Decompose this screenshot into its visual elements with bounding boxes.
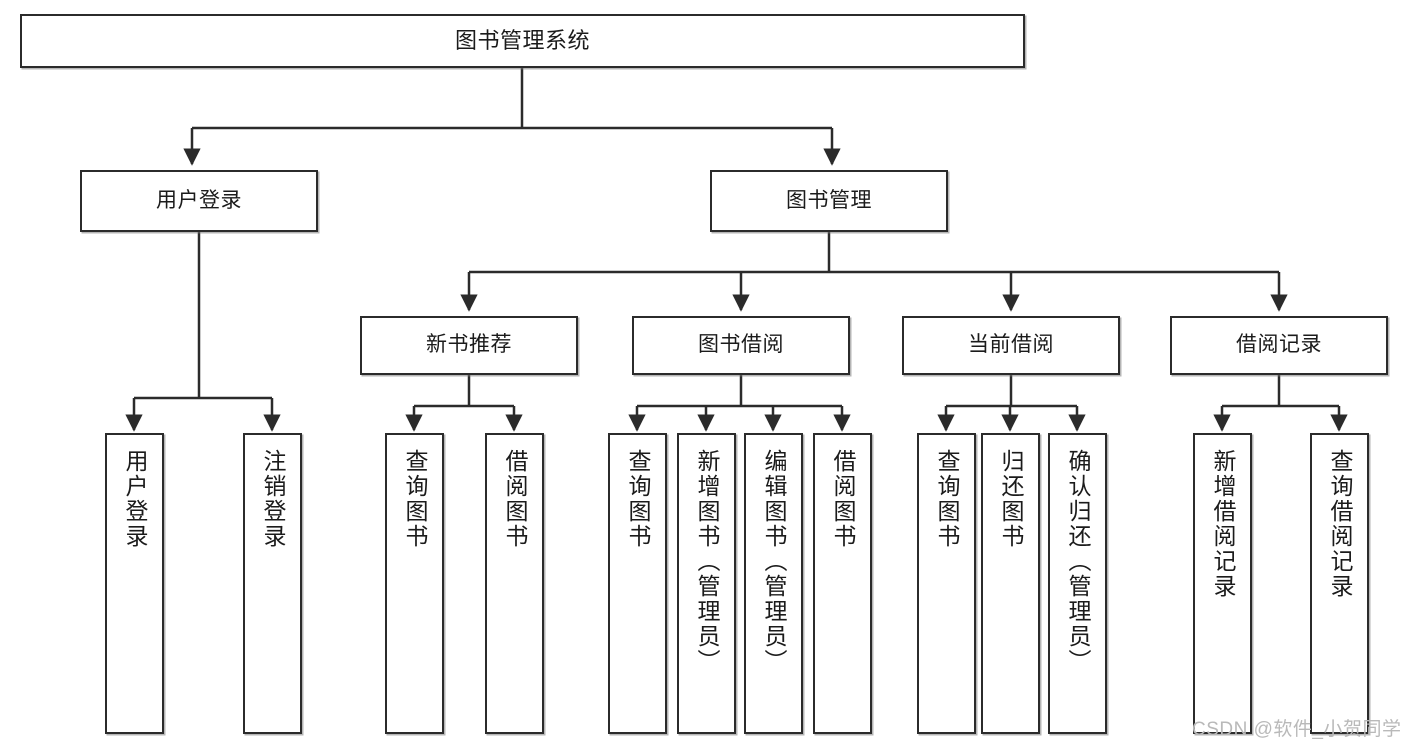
node-current-borrow[interactable]: 当前借阅	[902, 316, 1120, 375]
leaf-cb-query-book-label: 查询图书	[934, 449, 960, 549]
node-root[interactable]: 图书管理系统	[20, 14, 1025, 68]
csdn-watermark: CSDN @软件_小贺同学	[1192, 719, 1402, 740]
leaf-user-login-label: 用户登录	[122, 449, 148, 549]
leaf-cb-confirm-return[interactable]: 确认归还（管理员）	[1048, 433, 1107, 734]
leaf-bb-borrow-book-label: 借阅图书	[830, 449, 856, 549]
node-borrow-record[interactable]: 借阅记录	[1170, 316, 1388, 375]
node-borrow-record-label: 借阅记录	[1236, 333, 1322, 357]
leaf-bb-query-book[interactable]: 查询图书	[608, 433, 667, 734]
leaf-bb-query-book-label: 查询图书	[625, 449, 651, 549]
leaf-br-add-record-label: 新增借阅记录	[1210, 449, 1236, 599]
node-user-login[interactable]: 用户登录	[80, 170, 318, 232]
node-root-label: 图书管理系统	[454, 28, 590, 54]
node-new-book-recommend-label: 新书推荐	[426, 333, 512, 357]
leaf-nb-query-book[interactable]: 查询图书	[385, 433, 444, 734]
leaf-nb-borrow-book[interactable]: 借阅图书	[485, 433, 544, 734]
node-user-login-label: 用户登录	[156, 188, 242, 212]
leaf-bb-add-book[interactable]: 新增图书（管理员）	[677, 433, 736, 734]
node-book-borrow[interactable]: 图书借阅	[632, 316, 850, 375]
leaf-cb-confirm-return-label: 确认归还（管理员）	[1065, 449, 1091, 674]
node-book-manage-label: 图书管理	[786, 188, 872, 212]
leaf-br-query-record[interactable]: 查询借阅记录	[1310, 433, 1369, 734]
leaf-bb-add-book-label: 新增图书（管理员）	[694, 449, 720, 674]
leaf-bb-edit-book[interactable]: 编辑图书（管理员）	[744, 433, 803, 734]
leaf-cb-return-book-label: 归还图书	[998, 449, 1024, 549]
node-current-borrow-label: 当前借阅	[968, 333, 1054, 357]
node-new-book-recommend[interactable]: 新书推荐	[360, 316, 578, 375]
leaf-cb-return-book[interactable]: 归还图书	[981, 433, 1040, 734]
leaf-br-query-record-label: 查询借阅记录	[1327, 449, 1353, 599]
leaf-logout[interactable]: 注销登录	[243, 433, 302, 734]
leaf-bb-edit-book-label: 编辑图书（管理员）	[761, 449, 787, 674]
leaf-logout-label: 注销登录	[260, 449, 286, 549]
leaf-user-login[interactable]: 用户登录	[105, 433, 164, 734]
leaf-nb-borrow-book-label: 借阅图书	[502, 449, 528, 549]
leaf-nb-query-book-label: 查询图书	[402, 449, 428, 549]
node-book-borrow-label: 图书借阅	[698, 333, 784, 357]
node-book-manage[interactable]: 图书管理	[710, 170, 948, 232]
leaf-br-add-record[interactable]: 新增借阅记录	[1193, 433, 1252, 734]
leaf-cb-query-book[interactable]: 查询图书	[917, 433, 976, 734]
leaf-bb-borrow-book[interactable]: 借阅图书	[813, 433, 872, 734]
